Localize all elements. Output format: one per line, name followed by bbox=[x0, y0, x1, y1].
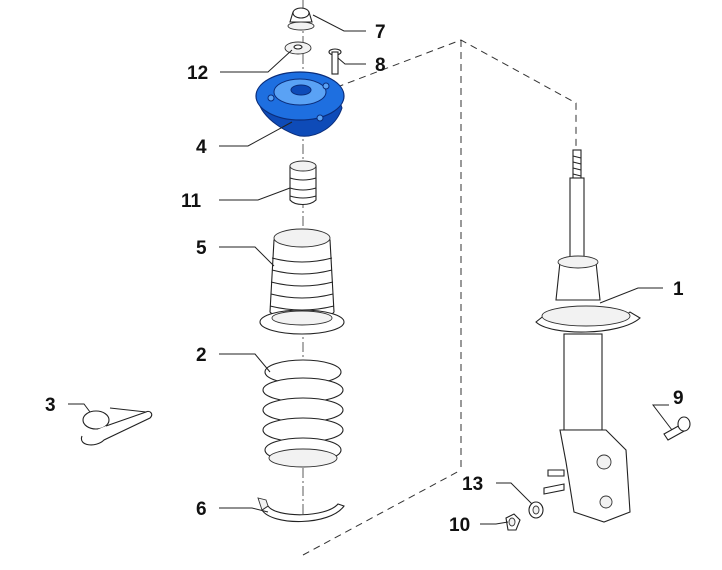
callout-12: 12 bbox=[187, 63, 208, 84]
part-3-clip[interactable] bbox=[80, 407, 153, 446]
callout-10: 10 bbox=[449, 515, 470, 536]
part-6-spring-seat[interactable] bbox=[257, 497, 345, 523]
assembly-frame bbox=[302, 39, 577, 556]
callout-8: 8 bbox=[375, 55, 386, 76]
part-10-nut[interactable] bbox=[505, 513, 521, 531]
part-5-dust-boot[interactable] bbox=[259, 228, 345, 335]
part-9-bolt[interactable] bbox=[663, 416, 691, 441]
part-8-bolt[interactable] bbox=[328, 48, 342, 75]
callout-1: 1 bbox=[673, 279, 684, 300]
part-7-nut[interactable] bbox=[287, 7, 315, 31]
callout-2: 2 bbox=[196, 345, 207, 366]
part-11-bump-stop[interactable] bbox=[289, 160, 317, 206]
leader-lines bbox=[68, 14, 673, 525]
callout-3: 3 bbox=[45, 395, 56, 416]
callout-7: 7 bbox=[375, 22, 386, 43]
callout-13: 13 bbox=[462, 474, 483, 495]
callout-11: 11 bbox=[181, 191, 202, 212]
callout-5: 5 bbox=[196, 238, 207, 259]
callout-4: 4 bbox=[196, 137, 207, 158]
callout-9: 9 bbox=[673, 388, 684, 409]
part-4-top-mount[interactable] bbox=[255, 71, 345, 137]
part-13-washer[interactable] bbox=[528, 501, 544, 519]
part-2-coil-spring[interactable] bbox=[262, 359, 344, 468]
part-1-strut[interactable] bbox=[535, 149, 641, 523]
callout-6: 6 bbox=[196, 499, 207, 520]
callout-labels: 7 12 8 4 11 5 2 3 6 1 9 13 10 bbox=[45, 22, 684, 536]
